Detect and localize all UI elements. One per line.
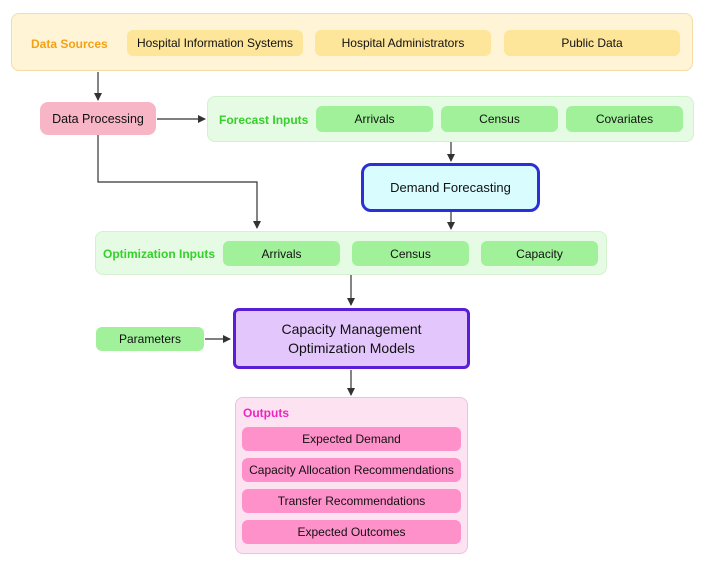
optimization-input-census: Census bbox=[352, 241, 469, 266]
forecast-inputs-label: Forecast Inputs bbox=[219, 113, 309, 127]
output-capacity-allocation-recommendations: Capacity Allocation Recommendations bbox=[242, 458, 461, 482]
forecast-input-covariates: Covariates bbox=[566, 106, 683, 132]
source-hospital-information-systems: Hospital Information Systems bbox=[127, 30, 303, 56]
demand-forecasting-box: Demand Forecasting bbox=[361, 163, 540, 212]
forecast-input-census: Census bbox=[441, 106, 558, 132]
arrow-processing-to-optimization-inputs bbox=[97, 135, 261, 229]
outputs-label: Outputs bbox=[243, 406, 289, 420]
optimization-inputs-label: Optimization Inputs bbox=[103, 247, 215, 261]
parameters-box: Parameters bbox=[96, 327, 204, 351]
forecast-input-arrivals: Arrivals bbox=[316, 106, 433, 132]
data-processing-box: Data Processing bbox=[40, 102, 156, 135]
optimization-input-capacity: Capacity bbox=[481, 241, 598, 266]
optimization-input-arrivals: Arrivals bbox=[223, 241, 340, 266]
capacity-management-optimization-box: Capacity Management Optimization Models bbox=[233, 308, 470, 369]
output-expected-demand: Expected Demand bbox=[242, 427, 461, 451]
capacity-model-line1: Capacity Management bbox=[281, 321, 422, 338]
source-public-data: Public Data bbox=[504, 30, 680, 56]
capacity-model-line2: Optimization Models bbox=[288, 339, 415, 356]
output-transfer-recommendations: Transfer Recommendations bbox=[242, 489, 461, 513]
output-expected-outcomes: Expected Outcomes bbox=[242, 520, 461, 544]
source-hospital-administrators: Hospital Administrators bbox=[315, 30, 491, 56]
data-sources-label: Data Sources bbox=[31, 37, 108, 51]
